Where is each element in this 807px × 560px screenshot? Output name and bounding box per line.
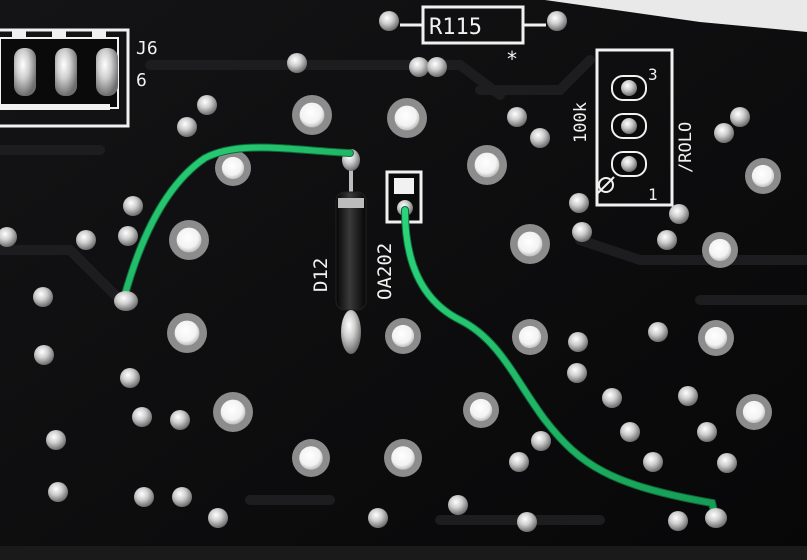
- solder-joint: [717, 453, 737, 473]
- solder-joint: [46, 430, 66, 450]
- plated-hole: [518, 325, 542, 349]
- solder-joint: [123, 196, 143, 216]
- plated-hole: [469, 398, 493, 422]
- solder-joint: [569, 193, 589, 213]
- pot-pin3-label: 3: [648, 65, 658, 84]
- solder-joint: [620, 422, 640, 442]
- solder-joint: [427, 57, 447, 77]
- solder-joint: [177, 117, 197, 137]
- plated-holes: [167, 95, 781, 477]
- solder-joint: [76, 230, 96, 250]
- connector-pins: [14, 48, 118, 96]
- resistor-label: R115: [429, 15, 482, 40]
- solder-joint: [602, 388, 622, 408]
- board-edge-bottom: [0, 546, 807, 560]
- solder-joint: [368, 508, 388, 528]
- diode-pad-outline: [385, 170, 423, 224]
- pot-value-label: 100k: [571, 102, 591, 143]
- resistor-mark: *: [506, 47, 518, 71]
- solder-joint: [567, 363, 587, 383]
- solder-joint: [48, 482, 68, 502]
- connector-j6: J6 6: [0, 28, 158, 128]
- jumper-wires: [120, 143, 719, 519]
- solder-joint: [517, 512, 537, 532]
- plated-hole: [299, 446, 323, 470]
- plated-hole: [394, 105, 420, 131]
- connector-label: J6: [136, 38, 158, 59]
- solder-joint: [118, 226, 138, 246]
- solder-joint: [197, 95, 217, 115]
- plated-hole: [299, 102, 325, 128]
- solder-joint: [170, 410, 190, 430]
- solder-joint: [509, 452, 529, 472]
- plated-hole: [517, 231, 543, 257]
- solder-joint: [668, 511, 688, 531]
- plated-hole: [742, 400, 766, 424]
- solder-joint: [448, 495, 468, 515]
- solder-joint: [409, 57, 429, 77]
- solder-joint: [648, 322, 668, 342]
- plated-hole: [751, 164, 775, 188]
- solder-joint: [530, 128, 550, 148]
- solder-joint: [507, 107, 527, 127]
- solder-joint: [730, 107, 750, 127]
- solder-joint: [0, 227, 17, 247]
- plated-hole: [176, 227, 202, 253]
- solder-joints: [0, 53, 750, 532]
- diode-part-label: OA202: [374, 243, 396, 300]
- solder-joint: [172, 487, 192, 507]
- solder-joint: [531, 431, 551, 451]
- plated-hole: [221, 156, 245, 180]
- solder-joint: [657, 230, 677, 250]
- board-edge: [545, 0, 807, 32]
- potentiometer-rolo: 100k /ROLO 3 1: [571, 48, 696, 207]
- solder-joint: [34, 345, 54, 365]
- plated-hole: [391, 446, 415, 470]
- pot-wiper-symbol-icon: [597, 176, 615, 194]
- pot-name-label: /ROLO: [676, 122, 696, 173]
- solder-joint: [134, 487, 154, 507]
- plated-hole: [474, 152, 500, 178]
- resistor-r115: R115 *: [379, 5, 567, 71]
- solder-joint: [643, 452, 663, 472]
- plated-hole: [391, 324, 415, 348]
- solder-joint: [33, 287, 53, 307]
- diode-label: D12: [310, 258, 332, 292]
- solder-joint: [697, 422, 717, 442]
- solder-joint: [120, 368, 140, 388]
- solder-joint: [287, 53, 307, 73]
- solder-joint: [714, 123, 734, 143]
- wire-end-joints: [114, 291, 727, 528]
- solder-joint: [669, 204, 689, 224]
- plated-hole: [174, 320, 200, 346]
- solder-joint: [678, 386, 698, 406]
- connector-pin-label: 6: [136, 70, 147, 91]
- plated-hole: [708, 238, 732, 262]
- solder-joint: [568, 332, 588, 352]
- plated-hole: [704, 326, 728, 350]
- plated-hole: [220, 399, 246, 425]
- solder-joint: [132, 407, 152, 427]
- pot-pin1-label: 1: [648, 185, 658, 204]
- solder-joint: [208, 508, 228, 528]
- solder-joint: [572, 222, 592, 242]
